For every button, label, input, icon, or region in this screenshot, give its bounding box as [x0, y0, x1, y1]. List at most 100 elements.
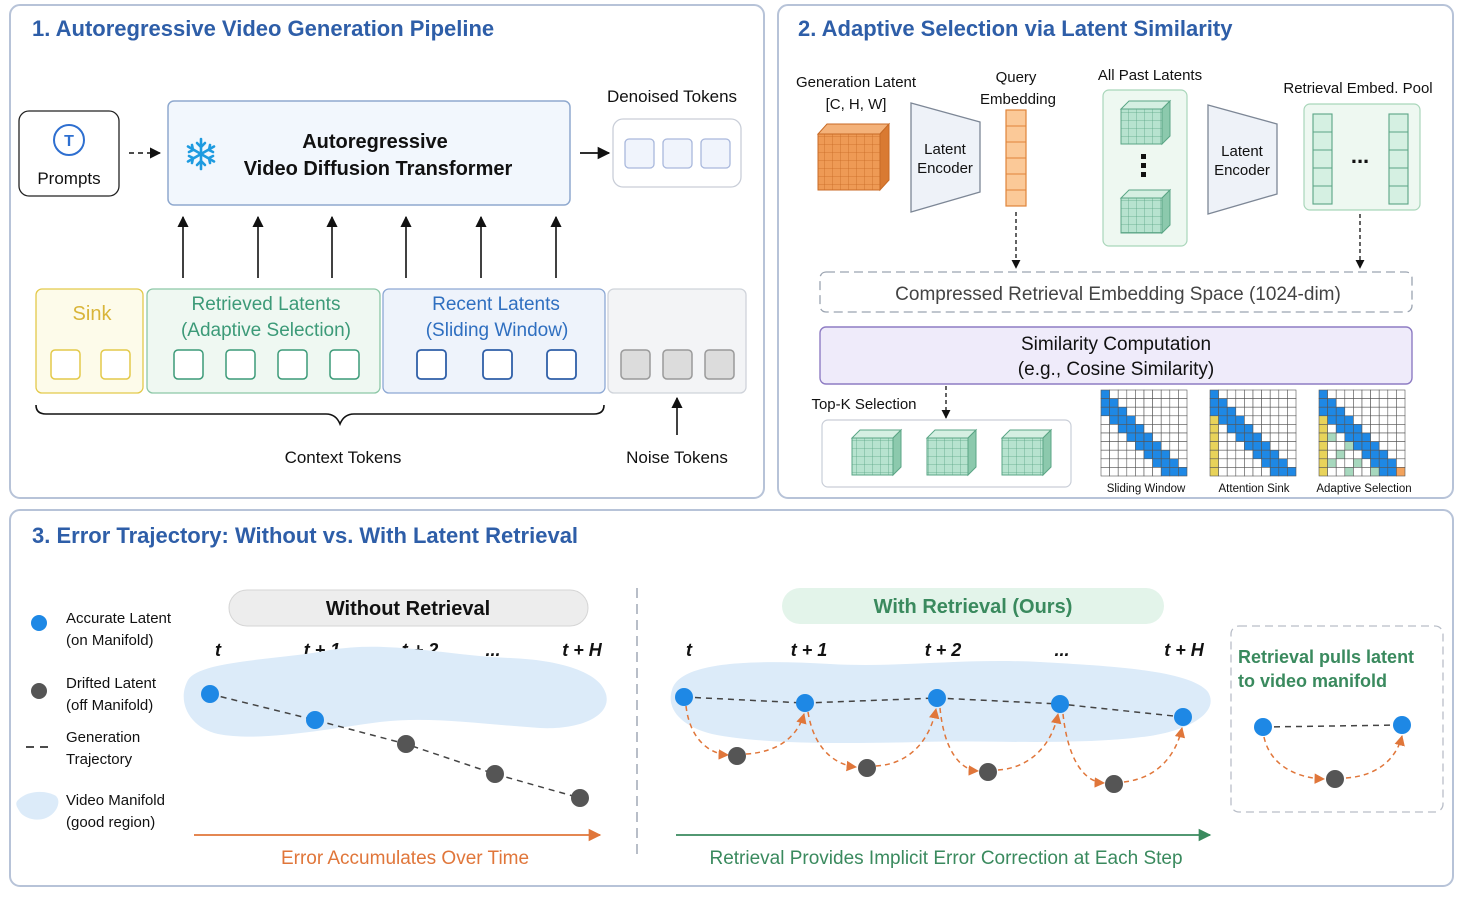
mask-cell: [1117, 389, 1128, 399]
mask-cell: [1152, 415, 1162, 425]
mask-cell: [1252, 458, 1262, 468]
mask-cell: [1135, 458, 1145, 468]
mask-cell: [1160, 398, 1171, 408]
mask-cell: [1160, 441, 1171, 451]
mask-cell: [1109, 415, 1119, 425]
mask-cell: [1235, 441, 1245, 451]
mask-cell: [1100, 441, 1110, 451]
mask-cell: [1135, 415, 1145, 425]
mask-cell: [1209, 406, 1219, 417]
mask-cell: [1370, 398, 1380, 408]
mask-cell: [1169, 415, 1179, 425]
mask-cell: [1344, 449, 1354, 460]
mask-cell: [1269, 389, 1280, 399]
mask-cell: [1353, 441, 1363, 451]
recent-token: [482, 349, 513, 380]
mask-cell: [1143, 449, 1153, 460]
mask-cell: [1143, 406, 1153, 417]
accurate-latent: [1393, 716, 1411, 734]
mask-cell: [1117, 467, 1128, 477]
recent-token: [416, 349, 447, 380]
mask-cell: [1335, 389, 1346, 399]
mask-cell: [1126, 432, 1136, 442]
mask-cell: [1327, 432, 1337, 442]
prompts-icon-glyph: T: [64, 133, 74, 150]
mask-cell: [1143, 441, 1153, 451]
mask-cell: [1378, 424, 1389, 434]
gen-latent-label-line1: Generation Latent: [796, 74, 917, 91]
mask-cell: [1160, 424, 1171, 434]
mask-cell: [1396, 415, 1406, 425]
mask-cell: [1378, 415, 1389, 425]
mask-cell: [1209, 449, 1219, 460]
mask-cell: [1126, 458, 1136, 468]
mask-cell: [1318, 467, 1328, 477]
mask-cell: [1269, 398, 1280, 408]
mask-cell: [1235, 424, 1245, 434]
mask-cell: [1226, 441, 1237, 451]
mask-cell: [1287, 415, 1297, 425]
time-label: ...: [485, 640, 500, 660]
mask-cell: [1278, 432, 1288, 442]
mask-cell: [1378, 449, 1389, 460]
prompts-icon: [53, 124, 85, 156]
mask-cell: [1353, 432, 1363, 442]
mask-cell: [1387, 467, 1397, 477]
mask-cell: [1335, 415, 1346, 425]
mask-cell: [1396, 467, 1406, 477]
mask-cell: [1244, 389, 1254, 399]
mask-cell: [1269, 458, 1280, 468]
denoised-label: Denoised Tokens: [607, 87, 737, 106]
mask-cell: [1226, 389, 1237, 399]
mask-cell: [1218, 406, 1228, 417]
mask-cell: [1396, 389, 1406, 399]
drifted-latent: [979, 763, 997, 781]
mask-cell: [1126, 406, 1136, 417]
mask-cell: [1209, 467, 1219, 477]
mask-cell: [1135, 449, 1145, 460]
mask-cell: [1244, 415, 1254, 425]
mask-cell: [1109, 424, 1119, 434]
mask-label-sliding: Sliding Window: [1107, 483, 1186, 495]
mask-cell: [1109, 467, 1119, 477]
mask-cell: [1143, 424, 1153, 434]
denoised-tokens: [624, 138, 731, 169]
mask-cell: [1327, 389, 1337, 399]
mask-cell: [1327, 441, 1337, 451]
mask-cell: [1135, 467, 1145, 477]
mask-cell: [1344, 389, 1354, 399]
mask-attention-sink: [1209, 389, 1297, 477]
mask-cell: [1370, 449, 1380, 460]
mask-cell: [1344, 467, 1354, 477]
without-title-pill: [228, 589, 589, 627]
mask-cell: [1261, 424, 1271, 434]
mask-cell: [1235, 432, 1245, 442]
mask-cell: [1353, 467, 1363, 477]
mask-cell: [1318, 398, 1328, 408]
mask-cell: [1361, 467, 1371, 477]
mask-cell: [1261, 406, 1271, 417]
mask-cell: [1100, 424, 1110, 434]
mask-cell: [1126, 424, 1136, 434]
mask-cell: [1387, 432, 1397, 442]
mask-cell: [1378, 467, 1389, 477]
mask-cell: [1117, 458, 1128, 468]
mask-cell: [1278, 398, 1288, 408]
transformer-box: [167, 100, 571, 206]
mask-cell: [1126, 398, 1136, 408]
mask-cell: [1278, 424, 1288, 434]
mask-cell: [1252, 441, 1262, 451]
mask-cell: [1327, 415, 1337, 425]
mask-cell: [1252, 398, 1262, 408]
without-title: Without Retrieval: [326, 598, 490, 620]
mask-cell: [1327, 467, 1337, 477]
mask-cell: [1252, 467, 1262, 477]
mask-cell: [1117, 415, 1128, 425]
mask-cell: [1370, 389, 1380, 399]
drifted-latent: [571, 789, 589, 807]
mask-cell: [1396, 398, 1406, 408]
accurate-latent: [201, 685, 219, 703]
ellipsis-dots: [1141, 154, 1146, 177]
mask-cell: [1318, 458, 1328, 468]
mask-cell: [1209, 458, 1219, 468]
